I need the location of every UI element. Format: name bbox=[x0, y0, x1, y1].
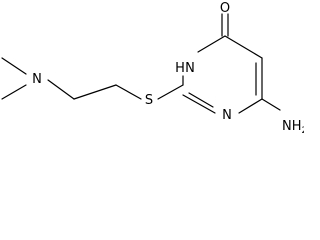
atom-ring-n: N bbox=[222, 108, 232, 123]
bond-n1-c2-double bbox=[188, 92, 214, 108]
bond-n1-c2 bbox=[182, 94, 216, 114]
bond-c6-nh2 bbox=[261, 98, 281, 111]
bond-methyl1-n bbox=[1, 57, 27, 75]
atom-amino-group: NH2 bbox=[282, 119, 304, 136]
amino-nh: NH bbox=[282, 119, 302, 134]
bond-s-c2 bbox=[157, 84, 184, 100]
bond-ch2-s bbox=[115, 84, 142, 100]
bond-c4-c5 bbox=[224, 35, 263, 59]
amino-subscript: 2 bbox=[302, 126, 305, 136]
atom-sulfur: S bbox=[145, 93, 153, 108]
bond-ch2-ch2 bbox=[73, 84, 117, 100]
atom-amine-n: N bbox=[32, 72, 42, 87]
bond-n3-c4 bbox=[197, 35, 226, 53]
atom-ring-nh-n: N bbox=[185, 61, 195, 76]
bond-methyl2-n bbox=[1, 84, 27, 100]
chemical-structure: O H N N S N NH2 bbox=[1, 1, 304, 136]
atom-ring-nh-h: H bbox=[175, 61, 185, 76]
atom-oxygen: O bbox=[220, 1, 230, 16]
bond-n-ch2 bbox=[47, 79, 75, 100]
bond-c6-n1 bbox=[238, 98, 263, 114]
